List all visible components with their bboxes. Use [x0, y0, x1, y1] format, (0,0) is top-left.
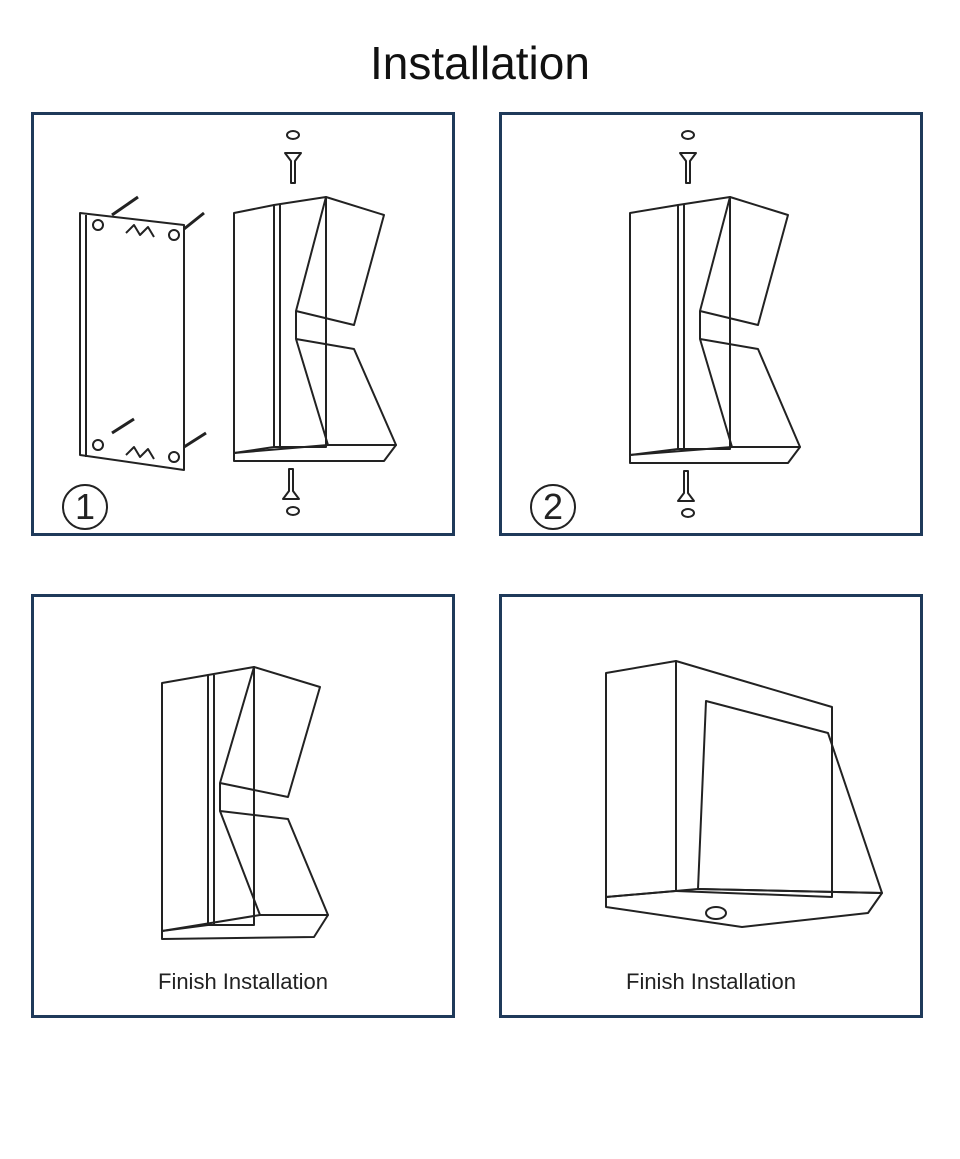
step-number: 2: [543, 486, 563, 527]
step-number-badge: 1: [62, 484, 108, 530]
bottom-screw: [677, 470, 695, 518]
top-screw: [284, 130, 302, 184]
step-number: 1: [75, 486, 95, 527]
mounting-plate: [79, 212, 185, 471]
light-fixture: [161, 666, 329, 940]
step-2-panel: 2: [499, 112, 923, 536]
step-2-diagram: 2: [530, 130, 801, 530]
finish-diagram-front: [161, 666, 329, 940]
finish-panel-front: Finish Installation: [31, 594, 455, 1018]
step-1-diagram: 1: [62, 130, 397, 530]
finish-panel-side: Finish Installation: [499, 594, 923, 1018]
light-fixture: [629, 196, 801, 464]
top-screw: [679, 130, 697, 184]
page-title: Installation: [370, 37, 590, 89]
step-number-badge: 2: [530, 484, 576, 530]
finish-diagram-side: [605, 660, 883, 928]
step-1-panel: 1: [31, 112, 455, 536]
light-fixture: [605, 660, 883, 928]
plate-screws: [111, 195, 207, 449]
finish-caption: Finish Installation: [158, 969, 328, 994]
bottom-screw: [282, 468, 300, 516]
finish-caption: Finish Installation: [626, 969, 796, 994]
light-fixture: [233, 196, 397, 462]
